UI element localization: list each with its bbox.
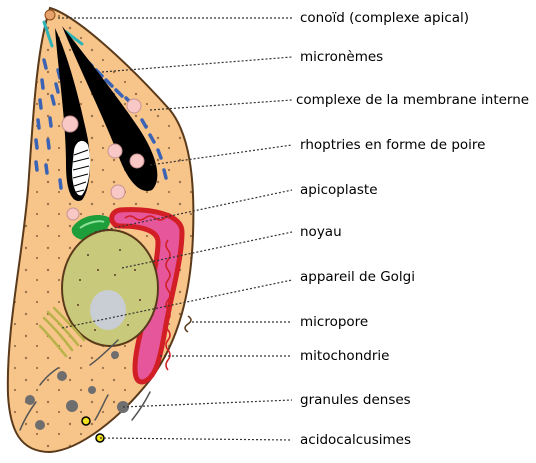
label-inner-membrane-complex: complexe de la membrane interne — [296, 92, 529, 108]
label-nucleus: noyau — [300, 224, 342, 240]
label-micropore: micropore — [300, 314, 368, 330]
label-acidocalcisomes: acidocalcusimes — [300, 432, 411, 448]
nucleolus — [90, 290, 126, 330]
label-conoid: conoïd (complexe apical) — [300, 10, 469, 26]
label-apicoplast: apicoplaste — [300, 182, 378, 198]
label-mitochondrion: mitochondrie — [300, 348, 389, 364]
nucleus — [62, 230, 158, 346]
label-micronemes: micronèmes — [300, 49, 383, 65]
label-dense-granules: granules denses — [300, 392, 411, 408]
label-rhoptries: rhoptries en forme de poire — [300, 137, 485, 153]
micropore — [185, 316, 191, 332]
label-golgi: appareil de Golgi — [300, 269, 415, 285]
